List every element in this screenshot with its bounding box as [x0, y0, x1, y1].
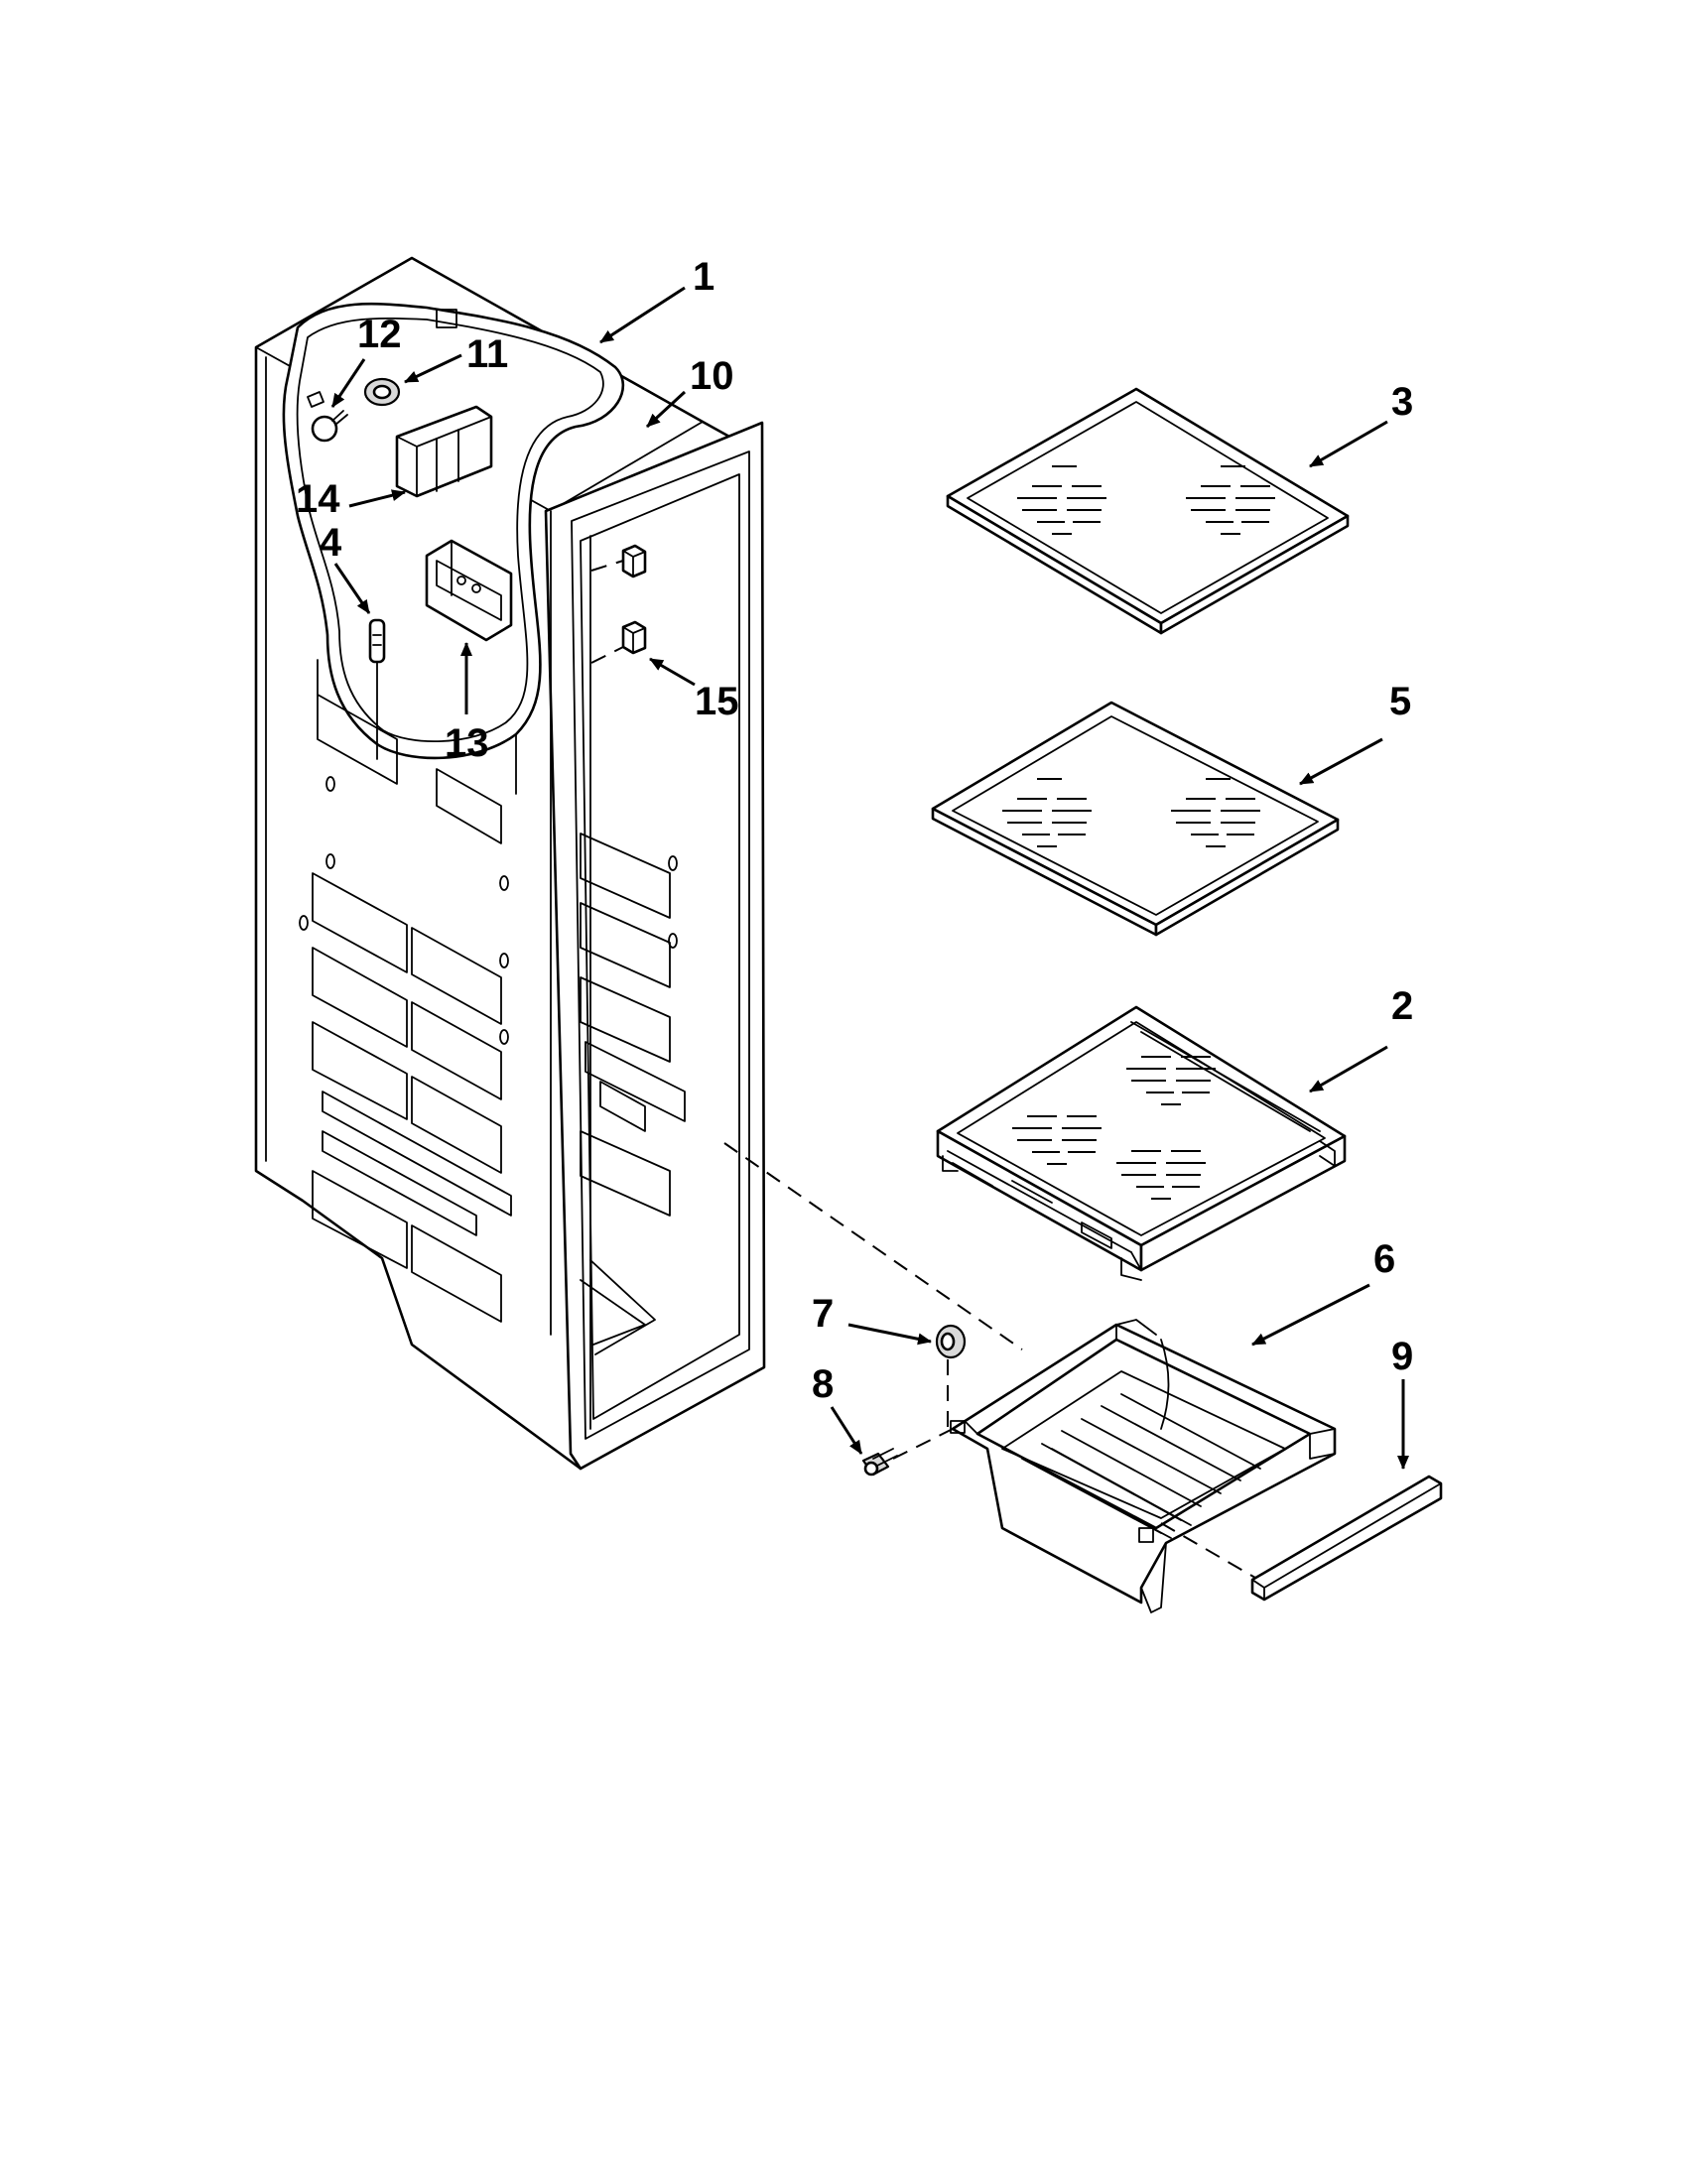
- light-housing: [425, 539, 513, 642]
- drawer-handle-trim: [1250, 1475, 1443, 1602]
- thermistor: [368, 618, 386, 760]
- left-wall-panels: [299, 694, 512, 1323]
- callout-12: 12: [357, 313, 402, 356]
- callout-leaders: [330, 286, 1409, 1470]
- callout-9: 9: [1391, 1335, 1413, 1378]
- callout-14: 14: [296, 477, 340, 521]
- lamp-bulb: [307, 391, 348, 443]
- cabinet-liner: [254, 256, 766, 1471]
- callout-numbers: 1 2 3 4 5 6 7 8 9 10 11 12 13 14 15: [296, 255, 1413, 1406]
- lamp-socket: [363, 377, 401, 407]
- drawer-roller: [935, 1324, 967, 1359]
- crisper-drawer: [950, 1319, 1337, 1613]
- callout-10: 10: [690, 354, 734, 398]
- callout-11: 11: [466, 332, 508, 376]
- inner-wall-panels: [580, 833, 686, 1217]
- callout-6: 6: [1373, 1237, 1395, 1281]
- callout-7: 7: [812, 1292, 834, 1336]
- light-shield: [395, 405, 493, 498]
- roller-axle: [861, 1448, 898, 1477]
- glass-shelf-upper: [946, 387, 1350, 635]
- callout-5: 5: [1389, 680, 1411, 723]
- shelf-support-lower: [621, 620, 647, 655]
- callout-8: 8: [812, 1362, 834, 1406]
- crisper-cover-shelf: [936, 1005, 1347, 1281]
- shelf-support-upper: [621, 544, 647, 578]
- glass-shelf-middle: [931, 701, 1340, 937]
- callout-15: 15: [695, 680, 739, 723]
- callout-3: 3: [1391, 380, 1413, 424]
- callout-13: 13: [445, 721, 489, 765]
- callout-4: 4: [320, 521, 342, 565]
- callout-2: 2: [1391, 984, 1413, 1028]
- callout-1: 1: [693, 255, 714, 299]
